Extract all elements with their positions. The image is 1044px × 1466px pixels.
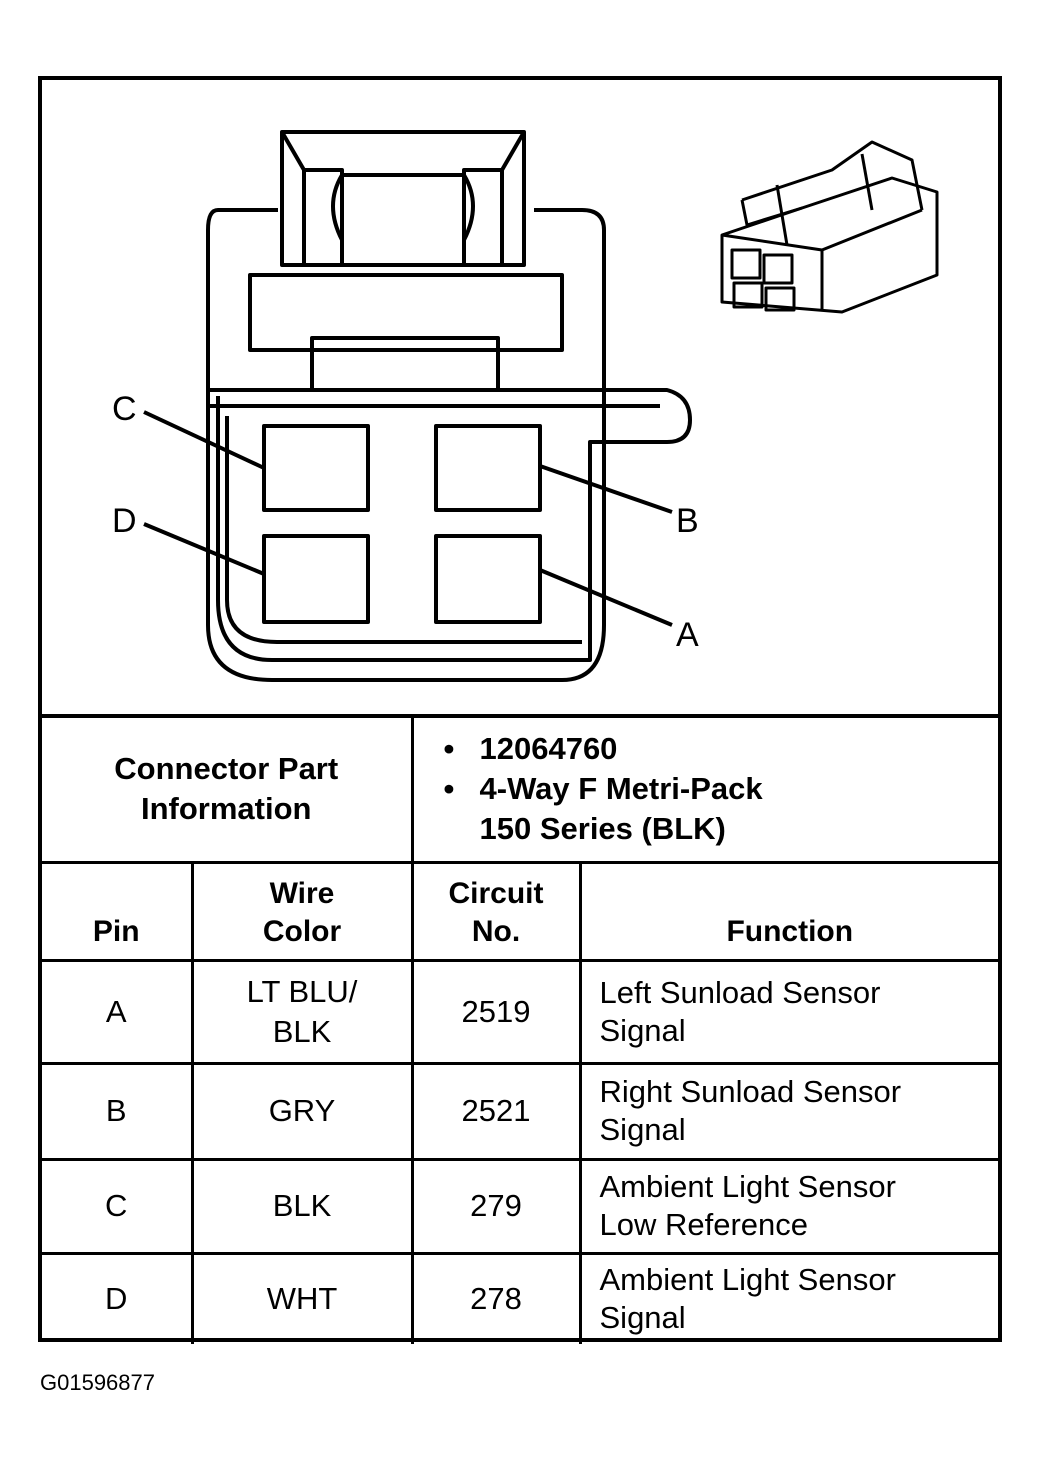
part-number: 12064760	[444, 729, 999, 769]
pin-cell: B	[42, 1061, 194, 1161]
pin-label-c: C	[112, 390, 137, 428]
cavity-d	[262, 534, 370, 624]
pin-cell: C	[42, 1157, 194, 1255]
latch-inner	[310, 336, 500, 392]
wire-color-cell: LT BLU/BLK	[190, 958, 414, 1065]
circuit-cell: 2519	[410, 958, 582, 1065]
leader-b	[539, 464, 673, 514]
wire-color-cell: GRY	[190, 1061, 414, 1161]
latch-bar	[248, 273, 564, 352]
leader-d	[143, 522, 265, 576]
figure-frame: C D B A Connector Part Information 12064…	[38, 76, 1002, 1344]
latch-left-ramp	[280, 130, 344, 265]
latch-right-ramp	[462, 130, 526, 265]
wire-color-cell: WHT	[190, 1251, 414, 1344]
leader-a	[539, 568, 673, 627]
circuit-cell: 279	[410, 1157, 582, 1255]
part-description: 4-Way F Metri-Pack 150 Series (BLK)	[444, 769, 999, 849]
connector-body-outline	[206, 208, 606, 682]
header-function: Function	[578, 860, 999, 962]
connector-diagram: C D B A	[112, 130, 939, 682]
cavity-a	[434, 534, 542, 624]
cavity-frame	[208, 388, 692, 662]
wire-color-cell: BLK	[190, 1157, 414, 1255]
leader-c	[143, 410, 265, 470]
circuit-cell: 278	[410, 1251, 582, 1344]
connector-isometric-view	[720, 140, 939, 314]
pin-label-a: A	[676, 616, 699, 654]
pin-cell: A	[42, 958, 194, 1065]
cavity-b	[434, 424, 542, 512]
circuit-cell: 2521	[410, 1061, 582, 1161]
pin-cell: D	[42, 1251, 194, 1344]
cavity-c	[262, 424, 370, 512]
latch-left-wedge	[331, 173, 344, 241]
header-pin: Pin	[42, 860, 194, 962]
figure-id: G01596877	[40, 1370, 155, 1395]
latch-housing	[280, 130, 526, 267]
latch-right-wedge	[462, 173, 475, 241]
pin-label-d: D	[112, 502, 137, 540]
pin-label-b: B	[676, 502, 699, 540]
connector-part-info-label: Connector Part Information	[42, 714, 414, 864]
connector-table: Connector Part Information 12064760 4-Wa…	[42, 714, 999, 1344]
connector-part-info-values: 12064760 4-Way F Metri-Pack 150 Series (…	[410, 714, 999, 864]
